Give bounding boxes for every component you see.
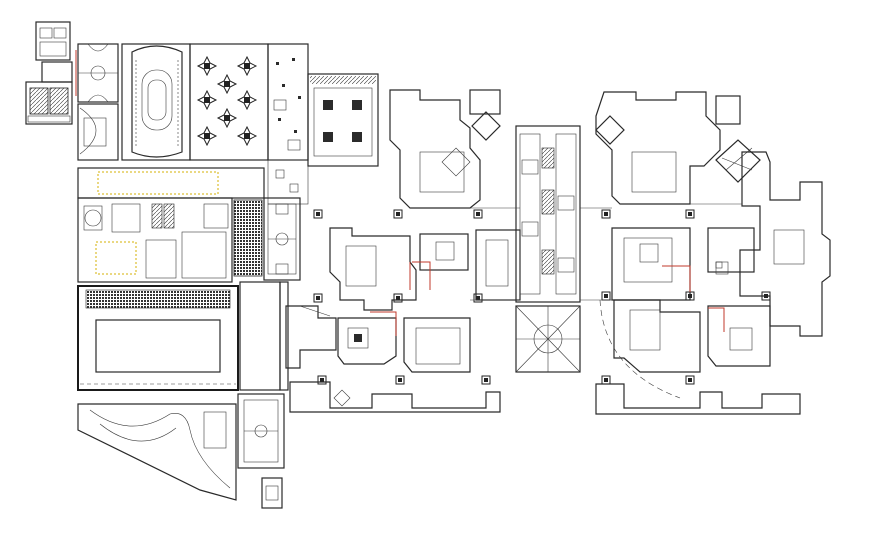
auditorium-seating <box>233 199 263 277</box>
swimming-pool-hall <box>77 285 239 391</box>
outdoor-court <box>237 393 285 469</box>
west-amenity-block <box>25 21 379 509</box>
tower-wing-west <box>285 89 521 413</box>
central-core <box>515 125 581 373</box>
gate-house-room <box>265 485 279 501</box>
ornamental-courtyard <box>189 43 269 161</box>
basketball-court-top <box>75 43 119 103</box>
basketball-court-lower <box>77 103 119 161</box>
stadium <box>121 43 191 161</box>
landscape-block <box>267 43 309 205</box>
small-court-block <box>25 81 73 125</box>
garden-lot <box>77 403 237 501</box>
gate-house <box>261 477 283 509</box>
circulation-lines <box>299 203 742 317</box>
guard-house <box>35 21 73 83</box>
school-building <box>77 167 265 283</box>
indoor-court <box>263 197 301 281</box>
tower-wing-east <box>595 91 831 415</box>
pool-side-corridor <box>239 281 281 391</box>
pool-service-strip <box>279 281 289 391</box>
pavilion <box>307 73 379 167</box>
